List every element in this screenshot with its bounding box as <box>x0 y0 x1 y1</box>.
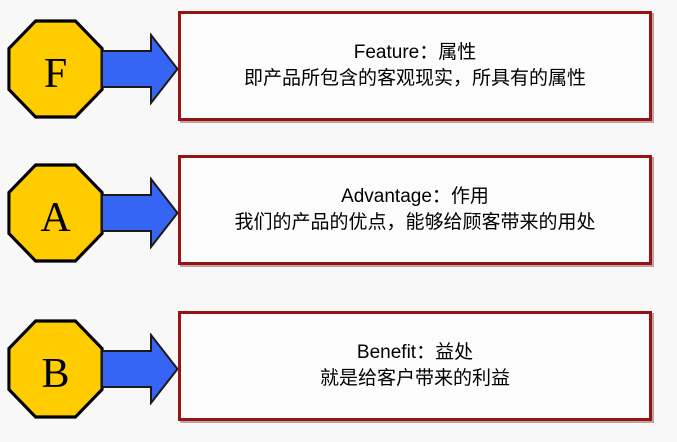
letter-a: A <box>40 195 71 241</box>
octagon-f-badge: F <box>7 19 104 119</box>
octagon-a-badge: A <box>7 163 104 263</box>
benefit-description: 就是给客户带来的利益 <box>319 368 510 389</box>
advantage-description: 我们的产品的优点，能够给顾客带来的用处 <box>234 212 596 233</box>
feature-description: 即产品所包含的客观现实，所具有的属性 <box>243 68 586 89</box>
feature-box: Feature：属性 即产品所包含的客观现实，所具有的属性 <box>178 11 652 121</box>
right-arrow-icon <box>101 177 179 249</box>
benefit-box: Benefit：益处 就是给客户带来的利益 <box>178 311 652 421</box>
octagon-shape <box>7 163 104 263</box>
feature-title: Feature：属性 <box>353 42 477 63</box>
right-arrow-shape <box>101 177 179 249</box>
fab-row-advantage: A Advantage：作用 我们的产品的优点，能够给顾客带来的用处 <box>0 144 677 284</box>
right-arrow-icon <box>101 333 179 405</box>
letter-b: B <box>41 351 70 397</box>
advantage-title: Advantage：作用 <box>341 186 489 207</box>
benefit-title: Benefit：益处 <box>356 342 474 363</box>
octagon-b-badge: B <box>7 319 104 419</box>
fab-row-benefit: B Benefit：益处 就是给客户带来的利益 <box>0 300 677 440</box>
right-arrow-shape <box>101 333 179 405</box>
fab-row-feature: F Feature：属性 即产品所包含的客观现实，所具有的属性 <box>0 0 677 140</box>
octagon-shape <box>7 319 104 419</box>
advantage-box: Advantage：作用 我们的产品的优点，能够给顾客带来的用处 <box>178 155 652 265</box>
right-arrow-icon <box>101 33 179 105</box>
octagon-shape <box>7 19 104 119</box>
right-arrow-shape <box>101 33 179 105</box>
letter-f: F <box>43 51 68 97</box>
